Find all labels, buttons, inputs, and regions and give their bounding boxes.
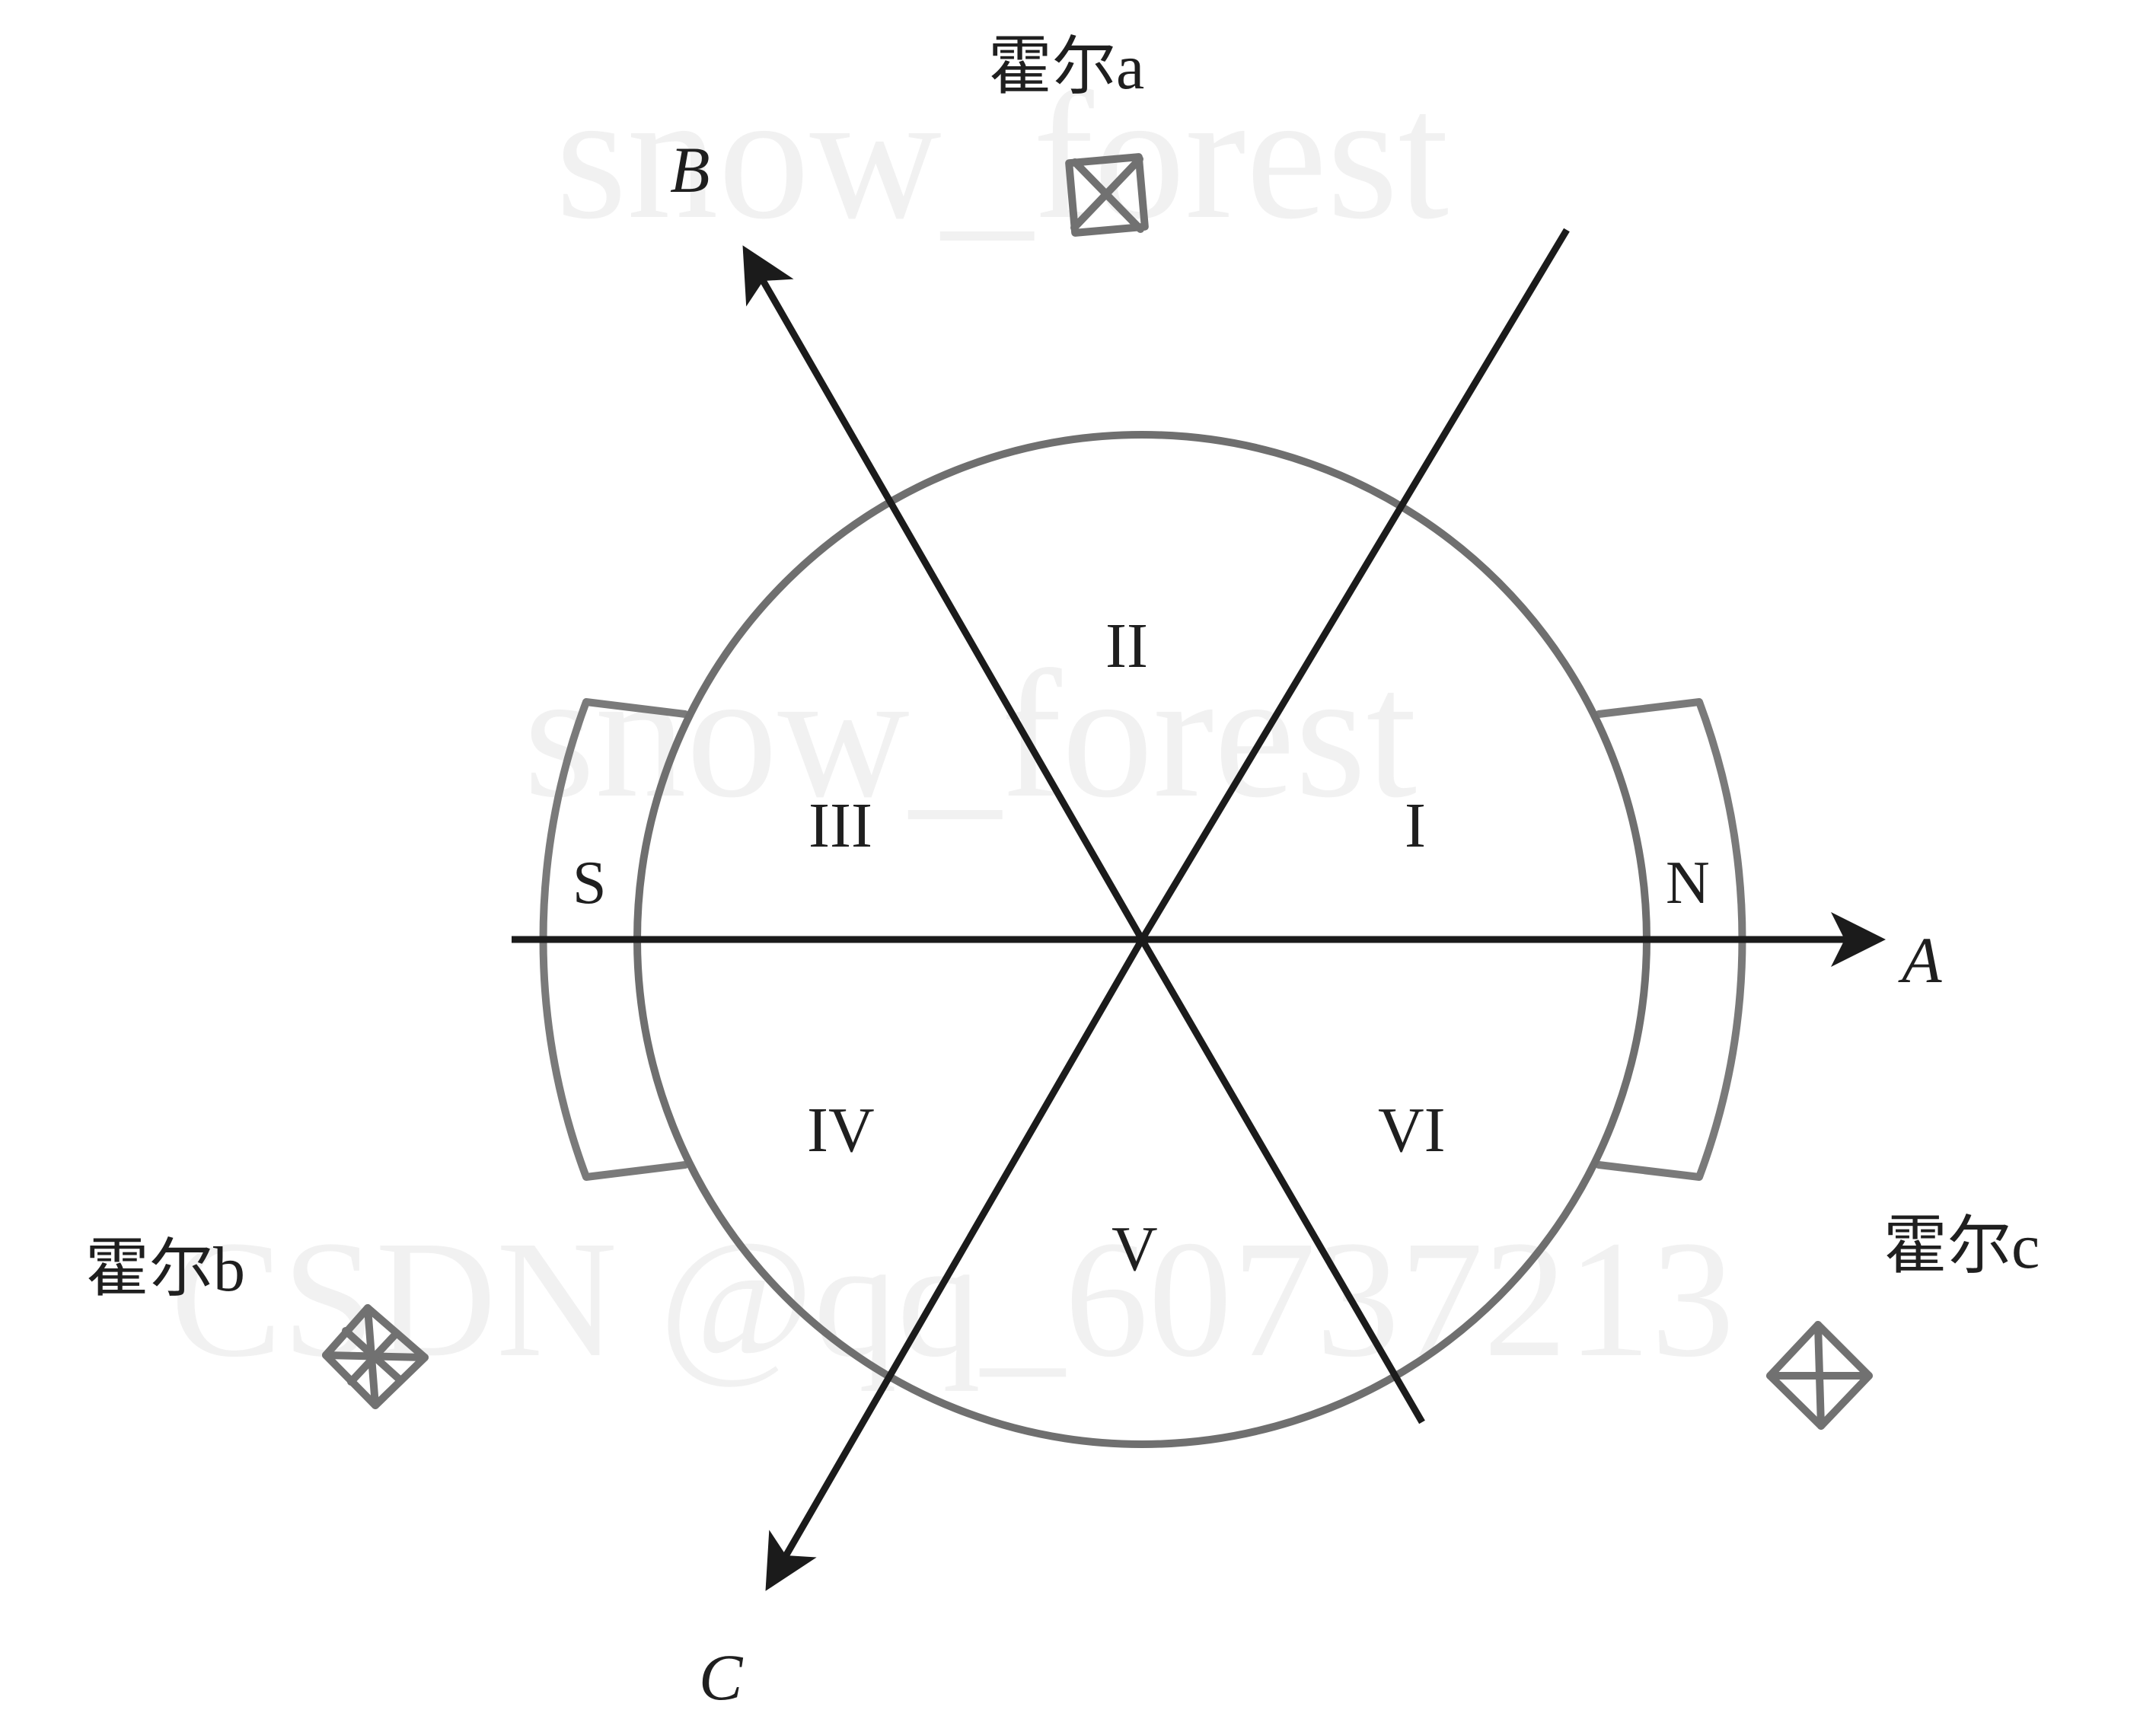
hall-labels: 霍尔a 霍尔b 霍尔c bbox=[85, 32, 2040, 1305]
hall-b-icon bbox=[322, 1304, 429, 1409]
hall-sensor-icons bbox=[322, 153, 1873, 1430]
hall-label-a: 霍尔a bbox=[988, 32, 1144, 103]
sector-label-vi: VI bbox=[1378, 1095, 1446, 1166]
axis-lines bbox=[512, 228, 1886, 1591]
hall-label-b: 霍尔b bbox=[85, 1234, 245, 1305]
watermark-bottom: CSDN @qq_60737213 bbox=[171, 1206, 1734, 1392]
c-axis-arrow bbox=[765, 937, 1145, 1591]
pole-label-north: N bbox=[1666, 850, 1710, 917]
sector-label-iv: IV bbox=[807, 1095, 875, 1166]
watermark-top: snow_forest bbox=[556, 54, 1449, 257]
axis-label-c: C bbox=[699, 1641, 744, 1713]
hall-label-c: 霍尔c bbox=[1883, 1211, 2040, 1282]
pole-label-south: S bbox=[572, 850, 607, 917]
sector-label-iii: III bbox=[808, 790, 872, 861]
hall-c-icon bbox=[1766, 1321, 1873, 1430]
sector-label-v: V bbox=[1111, 1214, 1158, 1284]
axis-labels: A B C bbox=[670, 133, 1942, 1713]
sector-label-i: I bbox=[1405, 790, 1426, 861]
b-axis-arrow bbox=[742, 245, 1145, 942]
watermark-layer: snow_forest snow_forest CSDN @qq_6073721… bbox=[171, 54, 1734, 1392]
sector-label-ii: II bbox=[1105, 611, 1148, 681]
pole-labels: N S bbox=[572, 850, 1710, 917]
lower-right-divider bbox=[1139, 937, 1425, 1424]
upper-right-divider bbox=[1139, 228, 1570, 942]
sector-labels: I II III IV V VI bbox=[807, 611, 1446, 1284]
hall-a-icon bbox=[1065, 153, 1149, 237]
axis-label-b: B bbox=[670, 133, 710, 206]
axis-label-a: A bbox=[1898, 923, 1942, 997]
